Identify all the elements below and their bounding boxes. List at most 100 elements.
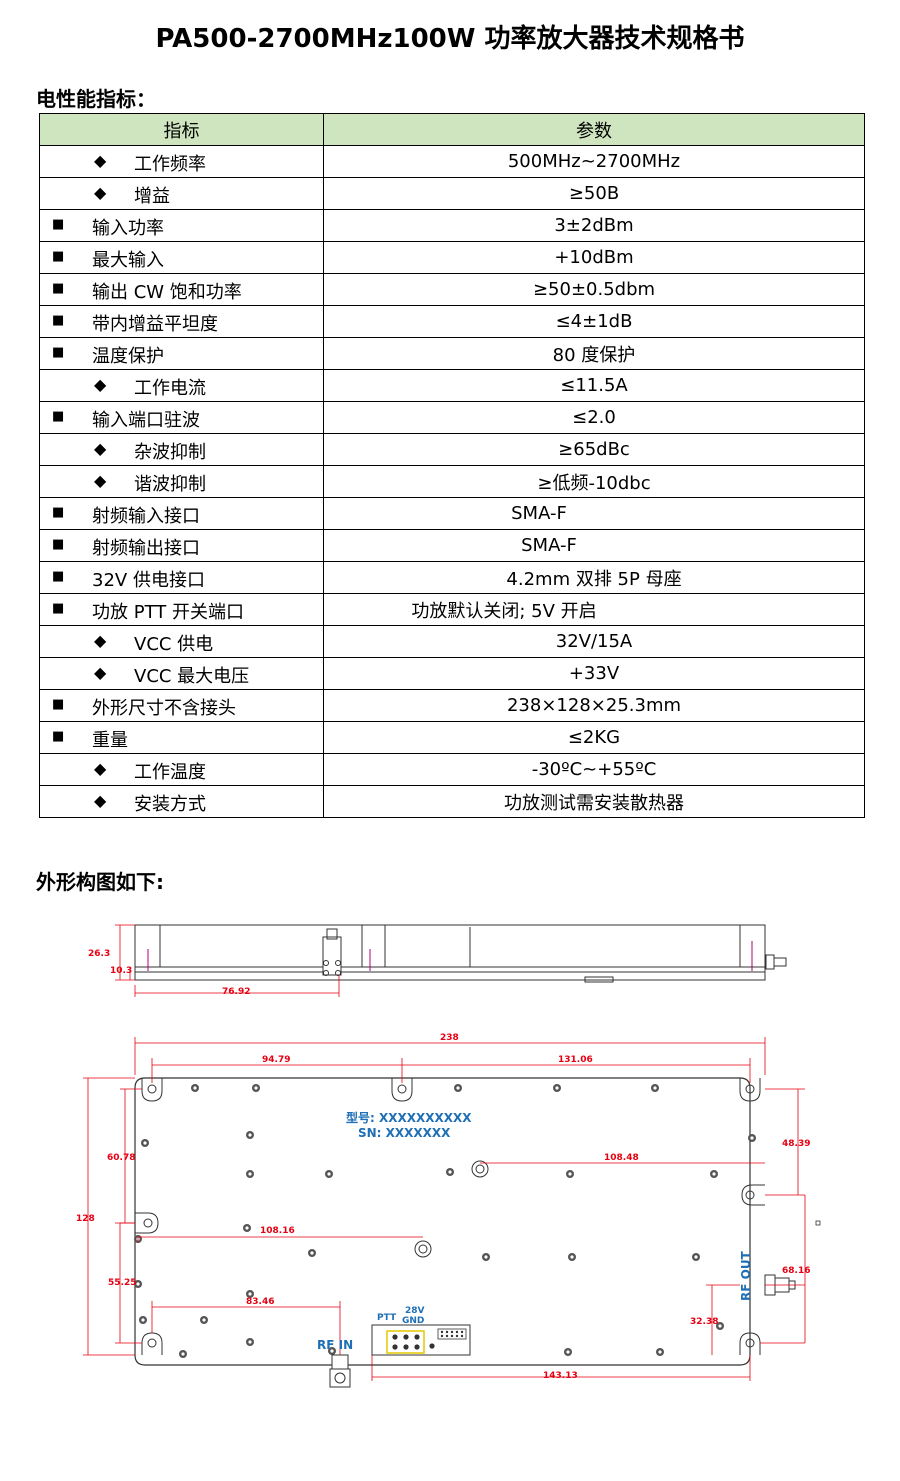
spec-value-cell: SMA-F [323,529,865,562]
table-row: ■输入功率 3±2dBm [39,209,865,242]
diamond-bullet-icon: ◆ [94,663,107,682]
dim-left-lower: 55.25 [108,1278,136,1288]
spec-value: +33V [568,663,620,684]
spec-name-cell: ◆增益 [39,177,324,210]
spec-name-cell: ■ 温度保护 [39,337,324,370]
spec-name-cell: ■输入功率 [39,209,324,242]
spec-value: 80 度保护 [552,344,636,366]
dim-center-hole: 108.16 [260,1226,295,1236]
square-bullet-icon: ■ [52,729,65,744]
table-row: ■重量≤2KG [39,721,865,754]
dim-mid-hole: 108.48 [604,1153,639,1163]
diamond-bullet-icon: ◆ [94,631,107,650]
spec-value-cell: ≥低频-10dbc [323,465,865,498]
spec-name: 带内增益平坦度 [92,314,218,335]
spec-name-cell: ■重量 [39,721,324,754]
spec-value: 500MHz~2700MHz [507,151,681,172]
spec-value-cell: 80 度保护 [323,337,865,370]
spec-value-cell: 32V/15A [323,625,865,658]
spec-name: 射频输入接口 [92,506,200,527]
spec-name: 输出 CW 饱和功率 [92,282,242,303]
table-row: ◆工作电流≤11.5A [39,369,865,402]
dim-side-connector: 76.92 [222,987,250,997]
spec-name-cell: ◆工作频率 [39,145,324,178]
diamond-bullet-icon: ◆ [94,791,107,810]
spec-value: ≤2.0 [572,407,616,428]
square-bullet-icon: ■ [52,345,65,360]
spec-name-cell: ■带内增益平坦度 [39,305,324,338]
square-bullet-icon: ■ [52,537,65,552]
spec-name: 最大输入 [92,250,164,271]
label-ptt: PTT [377,1313,397,1323]
dim-connector: 143.13 [543,1371,578,1381]
label-rf-out: RF OUT [739,1250,753,1301]
spec-value: 功放默认关闭; 5V 开启 [411,600,597,622]
spec-value-cell: ≤4±1dB [323,305,865,338]
spec-value-cell: 3±2dBm [323,209,865,242]
table-row: ■射频输出接口 SMA-F [39,529,865,562]
spec-value: ≤4±1dB [555,311,633,332]
side-body [134,924,766,981]
dim-rf-out-low: 32.38 [690,1317,718,1327]
square-bullet-icon: ■ [52,505,65,520]
spec-name: 32V 供电接口 [92,570,205,591]
spec-value-cell: -30ºC~+55ºC [323,753,865,786]
side-rf-out-connector [765,954,787,970]
spec-name: VCC 供电 [134,634,214,655]
side-rf-connector [322,928,342,976]
spec-value: SMA-F [511,503,567,524]
spec-name-cell: ■外形尺寸不含接头 [39,689,324,722]
table-row: ■ 温度保护 80 度保护 [39,337,865,370]
table-row: ◆谐波抑制 ≥低频-10dbc [39,465,865,498]
spec-value: SMA-F [521,535,577,556]
table-header-row: 指标 参数 [39,113,865,146]
dim-rf-in: 83.46 [246,1297,274,1307]
spec-value-cell: +33V [323,657,865,690]
table-row: ■最大输入+10dBm [39,241,865,274]
spec-value-cell: ≤2.0 [323,401,865,434]
table-row: ◆工作温度 -30ºC~+55ºC [39,753,865,786]
square-bullet-icon: ■ [52,409,65,424]
spec-value: 3±2dBm [554,215,634,236]
spec-name: 工作电流 [134,378,206,399]
spec-name-cell: ◆工作电流 [39,369,324,402]
diamond-bullet-icon: ◆ [94,471,107,490]
table-row: ■功放 PTT 开关端口功放默认关闭; 5V 开启 [39,593,865,626]
spec-name-cell: ◆ VCC 供电 [39,625,324,658]
spec-value-cell: ≤2KG [323,721,865,754]
spec-value-cell: ≥50±0.5dbm [323,273,865,306]
spec-value-cell: ≥50B [323,177,865,210]
spec-name-cell: ■输入端口驻波 [39,401,324,434]
dim-side-height: 26.3 [88,949,110,959]
spec-name-cell: ■输出 CW 饱和功率 [39,273,324,306]
spec-value-cell: 4.2mm 双排 5P 母座 [323,561,865,594]
spec-name-cell: ■射频输出接口 [39,529,324,562]
table-row: ■输入端口驻波 ≤2.0 [39,401,865,434]
spec-name-cell: ◆谐波抑制 [39,465,324,498]
spec-value-cell: 功放默认关闭; 5V 开启 [323,593,865,626]
spec-value: ≥低频-10dbc [537,472,651,494]
spec-name-cell: ■ 射频输入接口 [39,497,324,530]
diamond-bullet-icon: ◆ [94,439,107,458]
label-gnd: GND [402,1316,424,1326]
table-row: ■输出 CW 饱和功率≥50±0.5dbm [39,273,865,306]
diamond-bullet-icon: ◆ [94,759,107,778]
spec-value: ≥50B [568,183,620,204]
spec-name: 工作频率 [134,154,206,175]
spec-name: 温度保护 [92,346,164,367]
spec-name-cell: ◆工作温度 [39,753,324,786]
rf-in-connector [329,1354,351,1388]
spec-value: 32V/15A [555,631,633,652]
table-row: ■带内增益平坦度 ≤4±1dB [39,305,865,338]
spec-value: ≥65dBc [558,439,630,460]
header-indicator: 指标 [39,113,324,146]
spec-name: VCC 最大电压 [134,666,250,687]
spec-name-cell: ◆安装方式 [39,785,324,818]
spec-value-cell: +10dBm [323,241,865,274]
spec-name-cell: ◆ VCC 最大电压 [39,657,324,690]
spec-value: -30ºC~+55ºC [531,759,657,780]
square-bullet-icon: ■ [52,569,65,584]
top-dimension-lines [83,1037,806,1381]
